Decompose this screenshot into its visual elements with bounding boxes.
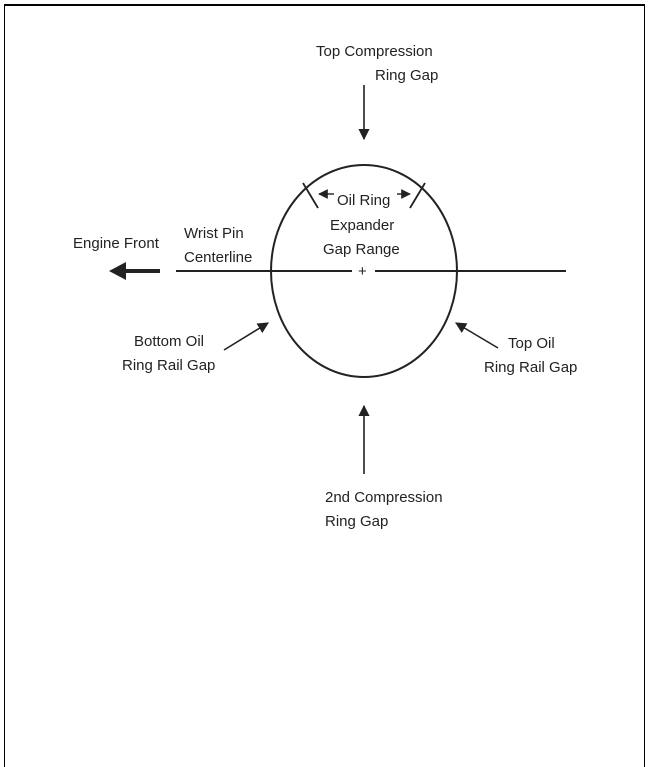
- top-compression-label-line2: Ring Gap: [375, 67, 438, 84]
- top-oil-label-line1: Top Oil: [508, 335, 555, 352]
- oil-ring-label-line2: Expander: [330, 217, 394, 234]
- oil-ring-label-line3: Gap Range: [323, 241, 400, 258]
- second-compression-label-line1: 2nd Compression: [325, 489, 443, 506]
- engine-front-label: Engine Front: [73, 235, 160, 252]
- oil-ring-label-line1: Oil Ring: [337, 192, 390, 209]
- oil-ring-tick-right: [409, 182, 426, 209]
- wrist-pin-label-line2: Centerline: [184, 249, 252, 266]
- second-compression-label-line2: Ring Gap: [325, 513, 388, 530]
- wrist-pin-label-line1: Wrist Pin: [184, 225, 244, 242]
- bottom-oil-label-line2: Ring Rail Gap: [122, 357, 215, 374]
- top-oil-label-line2: Ring Rail Gap: [484, 359, 577, 376]
- engine-front-arrowhead: [109, 262, 126, 280]
- oil-ring-tick-left: [302, 182, 319, 209]
- top-oil-arrow: [455, 322, 499, 349]
- top-compression-label-line1: Top Compression: [316, 43, 433, 60]
- page-frame: [4, 4, 645, 767]
- bottom-oil-label-line1: Bottom Oil: [134, 333, 204, 350]
- bottom-oil-arrow: [223, 322, 269, 351]
- center-mark: +: [358, 263, 367, 280]
